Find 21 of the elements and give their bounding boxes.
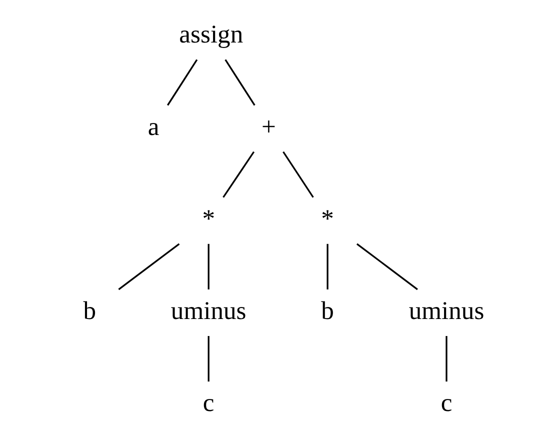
node-text: assign <box>178 20 243 49</box>
connector <box>207 244 209 290</box>
node-text: c <box>202 388 214 418</box>
node-text: * <box>320 204 334 233</box>
node-text: a <box>147 112 159 141</box>
connector <box>326 244 328 290</box>
node-text: uminus <box>408 296 484 325</box>
node-text: c <box>440 388 452 418</box>
connector <box>282 151 314 198</box>
connector <box>207 336 209 382</box>
node-text: uminus <box>170 296 246 325</box>
connector <box>166 59 198 106</box>
node-text: + <box>261 112 276 141</box>
connector <box>356 243 418 290</box>
node-text: * <box>202 204 215 233</box>
connector <box>445 336 447 382</box>
connector <box>222 151 254 198</box>
connector <box>224 59 255 106</box>
connector <box>118 243 180 290</box>
node-text: b <box>320 296 334 325</box>
node-text: b <box>82 296 96 325</box>
